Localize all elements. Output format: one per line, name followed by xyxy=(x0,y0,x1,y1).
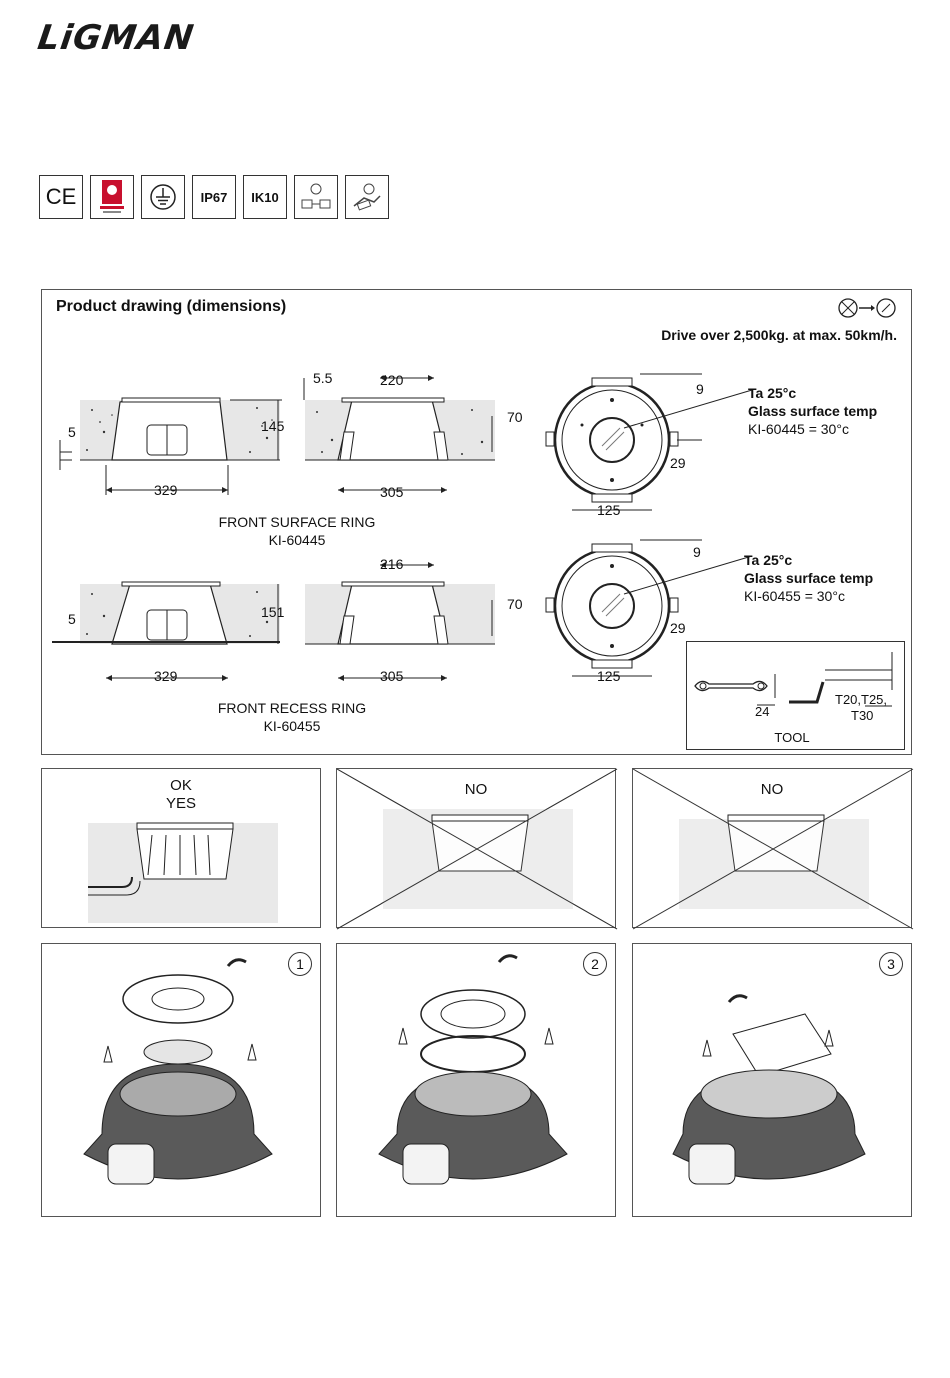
earth-ground-icon xyxy=(141,175,185,219)
dim-5-recess: 5 xyxy=(68,611,76,627)
dim-145: 145 xyxy=(261,418,285,434)
step-2-drawing xyxy=(378,954,568,1185)
driver-icon xyxy=(294,175,338,219)
recess-ring-name: FRONT RECESS RING xyxy=(217,700,367,716)
dim-9-surface: 9 xyxy=(696,381,704,397)
dim-216: 216 xyxy=(380,556,404,572)
dim-70-surface: 70 xyxy=(507,409,523,425)
surface-ta: Ta 25°c xyxy=(748,385,797,401)
dim-5-surface: 5 xyxy=(68,424,76,440)
tool-box: 24 T20,T25, T30 TOOL xyxy=(686,641,905,750)
install-no-drawing-2 xyxy=(632,768,914,930)
install-no-drawing-1 xyxy=(336,768,618,930)
product-drawing-panel: Product drawing (dimensions) Drive over … xyxy=(41,289,912,755)
step-panel-1: 1 xyxy=(41,943,321,1217)
recess-temp: KI-60455 = 30°c xyxy=(744,588,845,604)
step-number-3: 3 xyxy=(879,952,903,976)
install-no-label-2: NO xyxy=(760,781,784,798)
dim-70-recess: 70 xyxy=(507,596,523,612)
torx-sizes-1: T20,T25, xyxy=(835,692,888,707)
dim-9-recess: 9 xyxy=(693,544,701,560)
dim-125-recess: 125 xyxy=(597,668,621,684)
recess-temp-note: Ta 25°c Glass surface temp KI-60455 = 30… xyxy=(744,551,873,605)
wrench-size: 24 xyxy=(755,704,770,719)
panel-title: Product drawing (dimensions) xyxy=(56,298,287,315)
step-panel-3: 3 xyxy=(632,943,912,1217)
dim-329-recess: 329 xyxy=(154,668,178,684)
surface-side-drawings xyxy=(59,375,495,495)
recess-ring-code: KI-60455 xyxy=(263,718,321,734)
step-number-2: 2 xyxy=(583,952,607,976)
dim-125-surface: 125 xyxy=(597,502,621,518)
install-ok-label-2: YES xyxy=(165,795,196,812)
torx-sizes-2: T30 xyxy=(851,708,874,723)
dim-305-recess: 305 xyxy=(380,668,404,684)
surface-ring-code: KI-60445 xyxy=(268,532,326,548)
surface-temp-note: Ta 25°c Glass surface temp KI-60445 = 30… xyxy=(748,384,877,438)
step-3-drawing xyxy=(672,994,866,1185)
install-ok-drawing xyxy=(88,822,278,923)
install-no-panel-2: NO xyxy=(632,768,914,930)
brand-logo: LiGMAN xyxy=(35,18,197,58)
surface-glass: Glass surface temp xyxy=(748,403,878,419)
install-ok-panel: OK YES xyxy=(41,768,321,928)
step-panel-2: 2 xyxy=(336,943,616,1217)
ik-rating-badge: IK10 xyxy=(243,175,287,219)
ce-mark-icon: CE xyxy=(39,175,83,219)
surface-top-view xyxy=(545,373,753,511)
install-no-label-1: NO xyxy=(464,781,488,798)
dim-220: 220 xyxy=(380,372,404,388)
recess-side-drawings xyxy=(52,562,495,681)
install-ok-label-1: OK xyxy=(170,777,192,794)
tool-label: TOOL xyxy=(774,730,810,745)
recess-top-view xyxy=(545,539,753,677)
recess-glass: Glass surface temp xyxy=(744,570,874,586)
dim-29-surface: 29 xyxy=(670,455,686,471)
surface-ring-name: FRONT SURFACE RING xyxy=(218,514,376,530)
step-number-1: 1 xyxy=(288,952,312,976)
certification-row: CE IP67 IK10 xyxy=(39,175,389,219)
install-no-panel-1: NO xyxy=(336,768,618,930)
tool-illustration xyxy=(694,652,893,707)
dim-5-5: 5.5 xyxy=(313,370,333,386)
dim-29-recess: 29 xyxy=(670,620,686,636)
dim-305-surface: 305 xyxy=(380,484,404,500)
drive-over-icon xyxy=(838,298,896,318)
maintenance-icon xyxy=(345,175,389,219)
recess-ta: Ta 25°c xyxy=(744,552,793,568)
dim-151: 151 xyxy=(261,604,285,620)
drive-over-note: Drive over 2,500kg. at max. 50km/h. xyxy=(661,327,897,343)
dim-329-surface: 329 xyxy=(154,482,178,498)
quality-seal-icon xyxy=(90,175,134,219)
ip-rating-badge: IP67 xyxy=(192,175,236,219)
surface-temp: KI-60445 = 30°c xyxy=(748,421,849,437)
step-1-drawing xyxy=(83,958,273,1185)
